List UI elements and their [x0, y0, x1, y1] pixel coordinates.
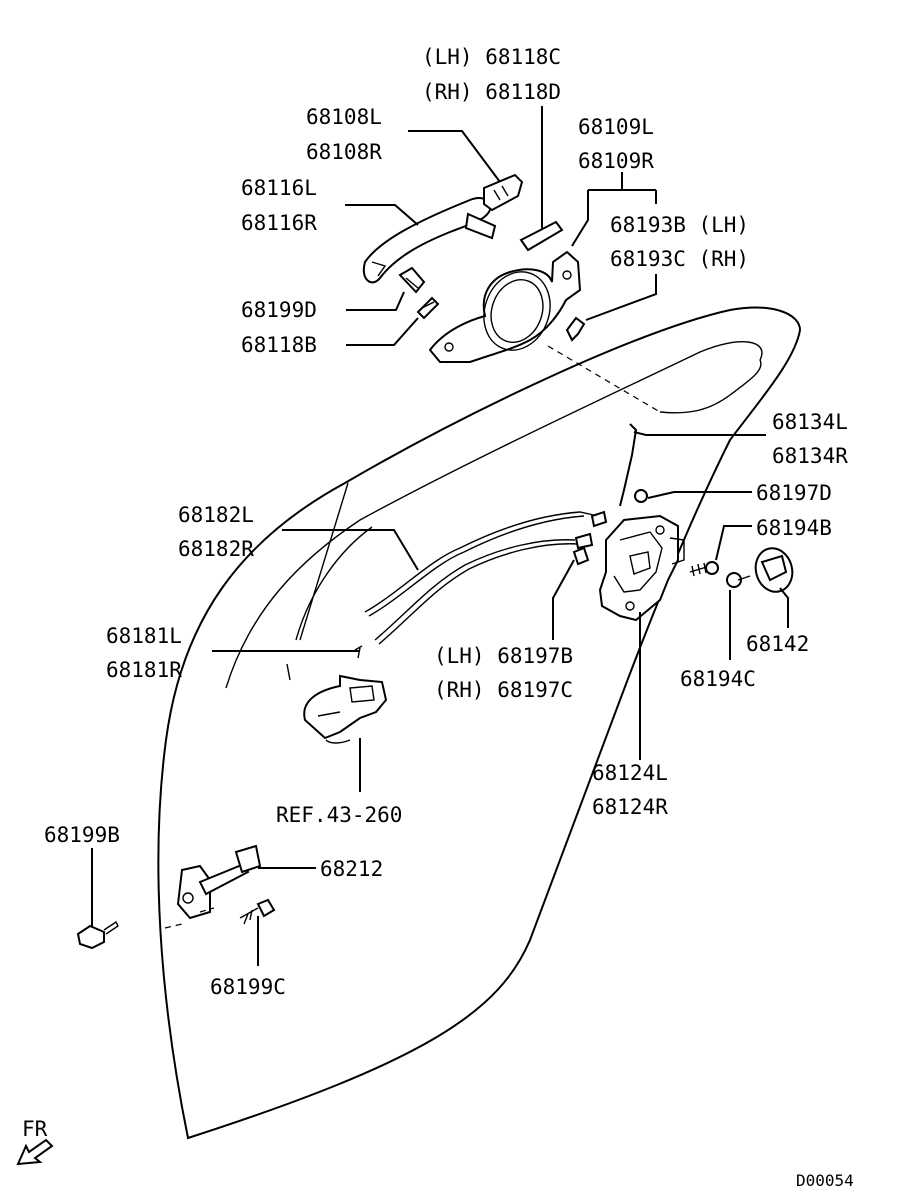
label-68108l: 68108L	[306, 105, 382, 129]
grommet-68197d	[634, 489, 648, 503]
label-68182l: 68182L	[178, 503, 254, 527]
label-68193c: 68193C (RH)	[610, 247, 749, 271]
label-68181r: 68181R	[106, 658, 182, 682]
label-68199b: 68199B	[44, 823, 120, 847]
spring-clip	[416, 296, 440, 320]
label-68109r: 68109R	[578, 149, 654, 173]
outside-handle	[362, 197, 497, 284]
lock-rod	[619, 423, 638, 507]
screw-68194b	[689, 561, 719, 577]
door-check-68212	[164, 844, 262, 929]
label-ref-43-260: REF.43-260	[276, 803, 402, 827]
label-68124r: 68124R	[592, 795, 668, 819]
label-68116l: 68116L	[241, 176, 317, 200]
door-lock-actuator	[598, 514, 685, 622]
door-panel-outline	[157, 306, 802, 1140]
leader-lines	[91, 106, 789, 966]
handle-frame-bracket	[428, 250, 582, 363]
striker-68142	[754, 547, 794, 593]
part-labels: (LH) 68118C (RH) 68118D 68108L 68108R 68…	[22, 45, 854, 1187]
inside-handle-ref	[303, 674, 388, 744]
lock-cylinder-small	[398, 266, 426, 294]
label-68199c: 68199C	[210, 975, 286, 999]
label-68108r: 68108R	[306, 140, 382, 164]
label-lh-68197b: (LH) 68197B	[434, 644, 573, 668]
label-rh-68197c: (RH) 68197C	[434, 678, 573, 702]
label-68134l: 68134L	[772, 410, 848, 434]
bolt-68199c	[239, 898, 276, 925]
label-lh-68118c: (LH) 68118C	[422, 45, 561, 69]
label-68134r: 68134R	[772, 444, 848, 468]
lock-cables	[354, 510, 608, 659]
label-fr: FR	[22, 1117, 48, 1141]
handle-pad	[519, 220, 564, 252]
label-68181l: 68181L	[106, 624, 182, 648]
grommet-68197b	[572, 546, 590, 566]
handle-cap	[483, 173, 524, 212]
label-68194c: 68194C	[680, 667, 756, 691]
label-68116r: 68116R	[241, 211, 317, 235]
label-68212: 68212	[320, 857, 383, 881]
label-68124l: 68124L	[592, 761, 668, 785]
label-68109l: 68109L	[578, 115, 654, 139]
label-68197d: 68197D	[756, 481, 832, 505]
rod-clip-68193	[565, 316, 586, 342]
label-rh-68118d: (RH) 68118D	[422, 80, 561, 104]
screw-68194c	[726, 572, 751, 588]
front-direction-arrow-icon	[16, 1138, 54, 1166]
bolt-68199b	[76, 920, 119, 950]
label-68142: 68142	[746, 632, 809, 656]
label-68193b: 68193B (LH)	[610, 213, 749, 237]
label-68118b: 68118B	[241, 333, 317, 357]
label-68199d: 68199D	[241, 298, 317, 322]
label-68182r: 68182R	[178, 537, 254, 561]
label-68194b: 68194B	[756, 516, 832, 540]
diagram-id: D00054	[796, 1171, 854, 1187]
